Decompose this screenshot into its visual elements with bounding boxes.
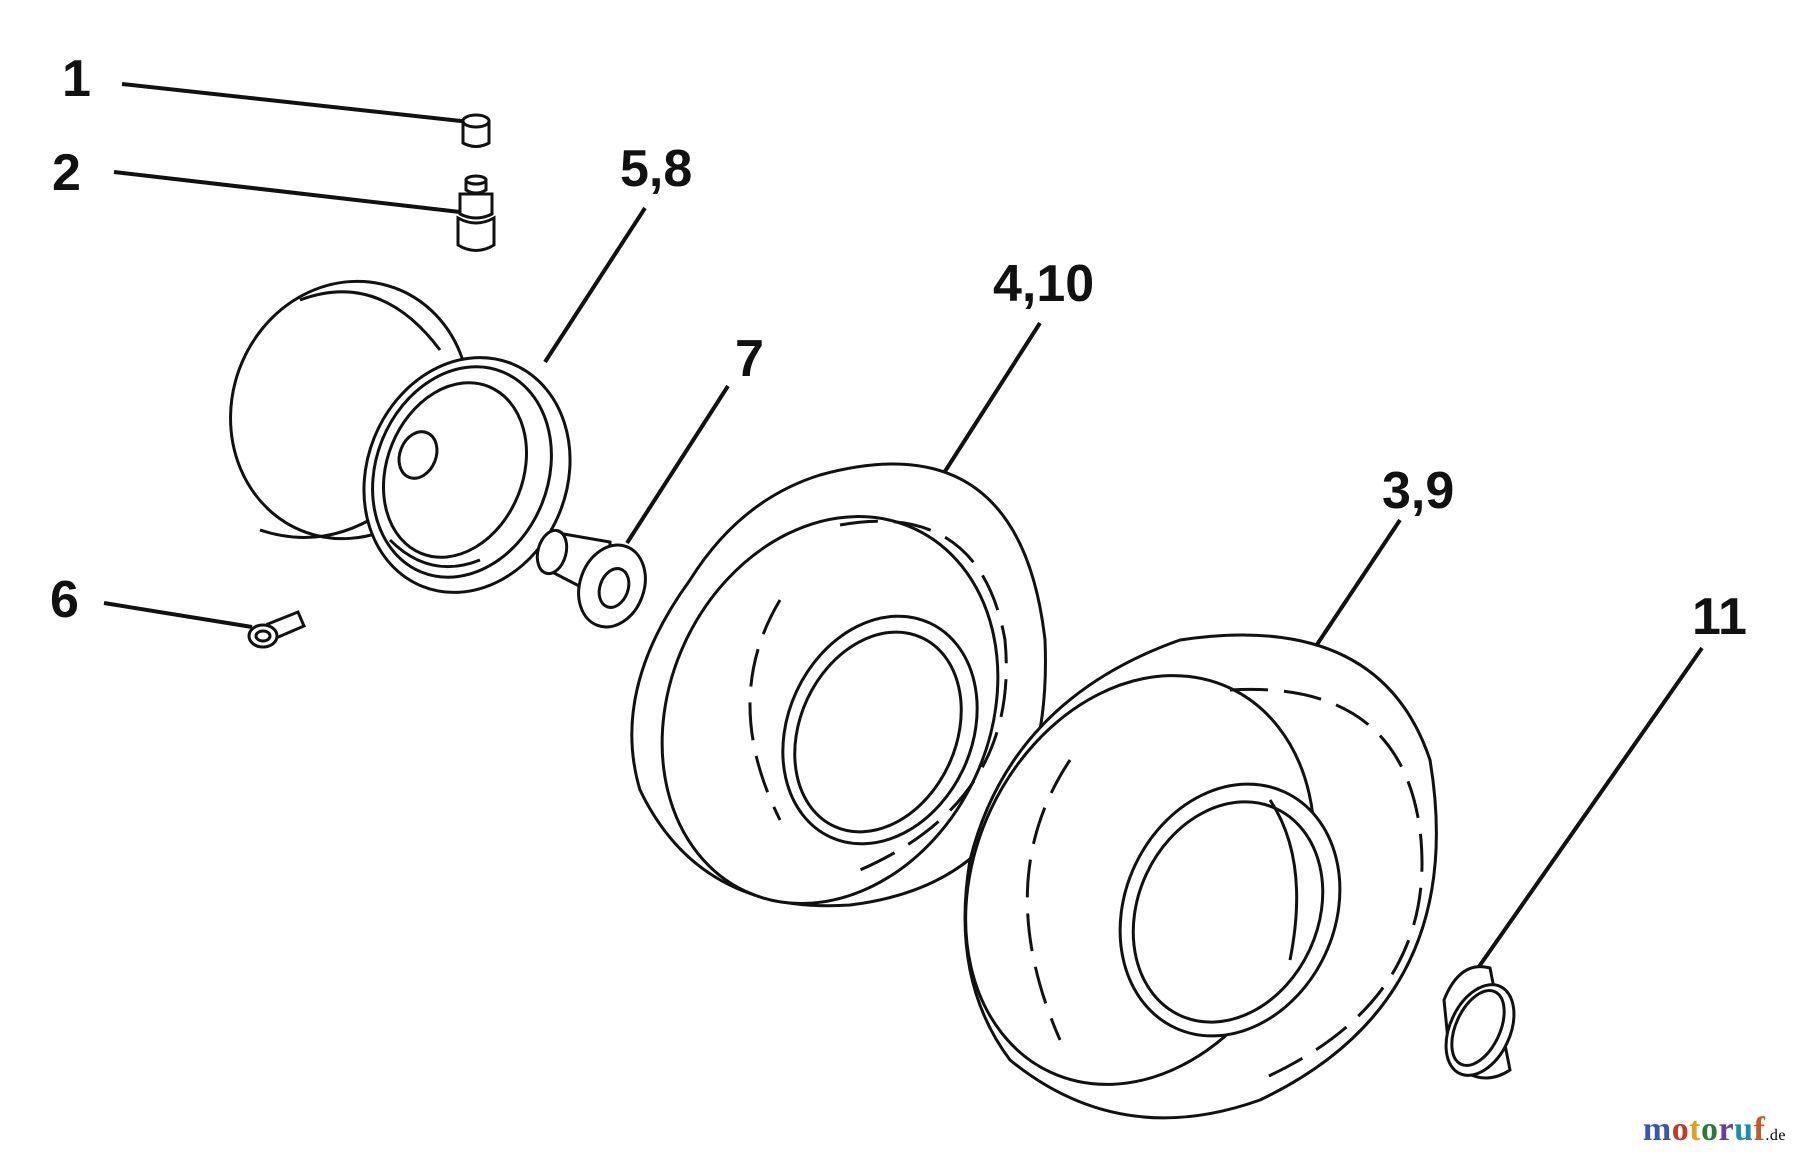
- watermark-letter: o: [1701, 1111, 1719, 1148]
- leader-line-1: [121, 82, 471, 124]
- leader-line-7: [625, 384, 730, 545]
- callout-4-10: 4,10: [993, 255, 1094, 313]
- callout-3-9: 3,9: [1382, 462, 1454, 520]
- callout-6: 6: [50, 571, 79, 629]
- callout-2: 2: [52, 144, 81, 202]
- leader-line-2: [113, 170, 461, 214]
- valve-stem-part: [456, 174, 496, 252]
- callout-labels: 1 2 5,8 4,10 7 3,9 6 11: [50, 50, 1747, 646]
- watermark-logo: motoruf.de: [1643, 1111, 1786, 1149]
- leader-line-5-8: [543, 206, 647, 364]
- callout-7: 7: [735, 330, 764, 388]
- callout-1: 1: [62, 50, 91, 108]
- front-tire-part: [630, 462, 1047, 908]
- leader-line-4-10: [940, 321, 1042, 478]
- leader-line-6: [103, 601, 253, 629]
- watermark-letter: u: [1734, 1111, 1754, 1148]
- grease-fitting-part: [247, 610, 306, 649]
- watermark-text: motoruf: [1643, 1111, 1766, 1148]
- axle-cap-part: [1442, 965, 1516, 1080]
- watermark-letter: f: [1753, 1111, 1766, 1148]
- rear-tire-part: [963, 633, 1438, 1120]
- leader-line-11: [1476, 646, 1704, 970]
- wheel-rim-part: [229, 279, 572, 594]
- bushing-part: [535, 528, 647, 629]
- callout-5-8: 5,8: [620, 140, 692, 198]
- watermark-suffix: .de: [1765, 1127, 1786, 1144]
- watermark-letter: o: [1671, 1111, 1690, 1148]
- callout-11: 11: [1692, 588, 1747, 646]
- valve-cap-part: [461, 113, 491, 148]
- leader-lines: [103, 82, 1704, 970]
- watermark-letter: m: [1642, 1111, 1672, 1148]
- watermark-letter: t: [1689, 1111, 1702, 1148]
- watermark-letter: r: [1718, 1111, 1735, 1148]
